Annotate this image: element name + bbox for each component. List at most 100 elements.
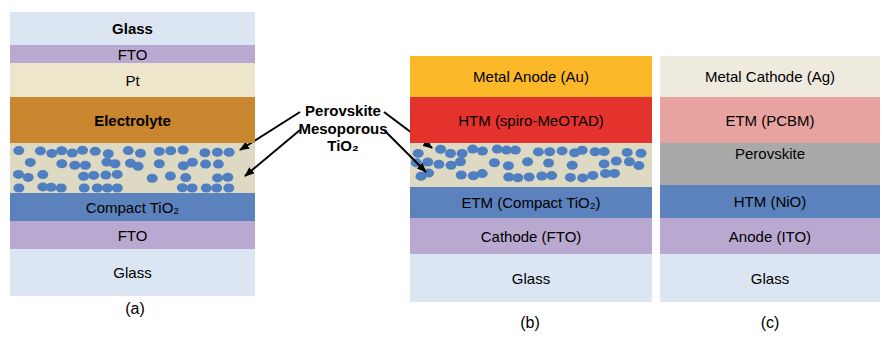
tio2-particle (56, 184, 67, 193)
layer-label: HTM (NiO) (734, 193, 806, 210)
tio2-particle (543, 159, 554, 168)
layer-band: Metal Anode (Au) (410, 56, 652, 97)
tio2-particle (23, 173, 34, 182)
tio2-particle (78, 172, 89, 181)
tio2-particle (46, 149, 57, 158)
tio2-particle (599, 147, 610, 156)
tio2-particle (199, 148, 210, 157)
tio2-particle (609, 169, 620, 178)
tio2-particle (224, 148, 235, 157)
tio2-particle (88, 171, 99, 180)
tio2-particle (413, 149, 424, 158)
tio2-particle (37, 170, 48, 179)
tio2-particle (13, 184, 24, 193)
tio2-particle (25, 158, 36, 167)
layer-label: Glass (113, 264, 151, 281)
tio2-particle (77, 146, 88, 155)
panel-label: (c) (750, 314, 790, 331)
layer-band: Compact TiO₂ (10, 193, 255, 221)
tio2-particle (102, 184, 113, 193)
layer-band: Cathode (FTO) (410, 218, 652, 254)
tio2-particle (213, 160, 224, 169)
tio2-particle (46, 183, 57, 192)
tio2-particle (567, 161, 578, 170)
tio2-particle (13, 146, 24, 155)
tio2-particle (147, 174, 158, 183)
tio2-particle (165, 146, 176, 155)
tio2-particle (80, 161, 91, 170)
tio2-particle (599, 159, 610, 168)
tio2-particle (445, 149, 456, 158)
tio2-particle (100, 171, 111, 180)
tio2-particle (433, 160, 444, 169)
layer-label: Metal Cathode (Ag) (705, 68, 835, 85)
tio2-particle (477, 169, 488, 178)
layer-label: Electrolyte (94, 112, 171, 129)
tio2-particle (467, 145, 478, 154)
tio2-particle (69, 161, 80, 170)
tio2-particle (222, 173, 233, 182)
tio2-particle (212, 173, 223, 182)
mesoporous-layer (10, 143, 255, 193)
layer-band: Glass (410, 254, 652, 302)
layer-band: Glass (10, 12, 255, 45)
tio2-particle (112, 170, 123, 179)
layer-label: FTO (118, 227, 148, 244)
tio2-particle (112, 184, 123, 193)
tio2-particle (544, 147, 555, 156)
tio2-particle (636, 149, 647, 158)
tio2-particle (510, 146, 521, 155)
tio2-particle (103, 149, 114, 158)
tio2-particle (154, 159, 165, 168)
tio2-particle (524, 173, 535, 182)
tio2-particle (92, 184, 103, 193)
callout-label: Mesoporous TiO₂ (296, 120, 390, 154)
callout-label: Perovskite (300, 102, 386, 119)
layer-band: Pt (10, 63, 255, 97)
layer-label: Glass (112, 20, 153, 37)
tio2-particle (56, 159, 67, 168)
tio2-particle (177, 183, 188, 192)
tio2-particle (178, 146, 189, 155)
tio2-particle (212, 148, 223, 157)
tio2-particle (67, 149, 78, 158)
tio2-particle (154, 147, 165, 156)
tio2-particle (577, 146, 588, 155)
tio2-particle (135, 149, 146, 158)
panel-label: (a) (115, 300, 155, 317)
layer-band: Glass (10, 249, 255, 296)
layer-band: ETM (Compact TiO₂) (410, 187, 652, 218)
tio2-particle (512, 173, 523, 182)
tio2-particle (565, 173, 576, 182)
layer-label: Anode (ITO) (729, 228, 811, 245)
tio2-particle (165, 172, 176, 181)
tio2-particle (435, 145, 446, 154)
layer-band: Perovskite (660, 143, 880, 185)
tio2-particle (187, 184, 198, 193)
tio2-particle (133, 162, 144, 171)
tio2-particle (546, 171, 557, 180)
tio2-particle (455, 157, 466, 166)
tio2-particle (457, 149, 468, 158)
tio2-particle (477, 147, 488, 156)
layer-label: Compact TiO₂ (86, 199, 179, 216)
tio2-particle (223, 184, 234, 193)
layer-label: Pt (125, 72, 139, 89)
tio2-particle (633, 161, 644, 170)
tio2-particle (446, 161, 457, 170)
tio2-particle (536, 172, 547, 181)
panel-label: (b) (510, 314, 550, 331)
tio2-particle (624, 157, 635, 166)
tio2-particle (557, 146, 568, 155)
tio2-particle (422, 158, 433, 167)
tio2-particle (201, 184, 212, 193)
layer-band: Metal Cathode (Ag) (660, 56, 880, 97)
tio2-particle (187, 158, 198, 167)
tio2-particle (456, 171, 467, 180)
layer-band: Anode (ITO) (660, 218, 880, 254)
tio2-particle (110, 159, 121, 168)
layer-band: HTM (NiO) (660, 185, 880, 218)
layer-label: Glass (512, 270, 550, 287)
tio2-particle (611, 157, 622, 166)
